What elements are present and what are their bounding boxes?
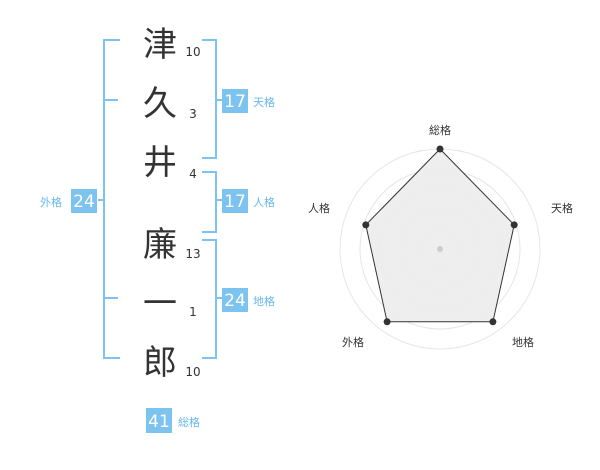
name-char: 廉 — [143, 225, 177, 265]
radar-point — [489, 318, 497, 326]
chikaku-bracket — [202, 239, 222, 359]
radar-axis-label-jinkaku: 人格 — [308, 201, 330, 215]
tenkaku-bracket — [202, 39, 222, 159]
bracket-tick — [104, 99, 118, 299]
radar-axis-label-gaikaku: 外格 — [342, 335, 364, 349]
stroke-count: 3 — [189, 107, 197, 121]
gaikaku-label: 外格 — [40, 195, 62, 209]
name-char: 井 — [143, 143, 177, 183]
radar-axis-label-chikaku: 地格 — [512, 335, 534, 349]
soukaku-label: 総格 — [178, 415, 200, 429]
jinkaku-value: 17 — [224, 192, 246, 212]
tenkaku-box — [222, 89, 248, 113]
radar-polygon — [365, 148, 515, 323]
radar-point — [436, 145, 444, 153]
radar-point — [362, 221, 370, 229]
gaikaku-bracket — [98, 39, 120, 359]
soukaku-box — [146, 408, 172, 433]
name-char: 一 — [143, 284, 177, 324]
tenkaku-value: 17 — [224, 92, 246, 112]
name-char: 郎 — [143, 343, 177, 383]
gaikaku-value: 24 — [73, 192, 95, 212]
radar-axis-label-soukaku: 総格 — [429, 123, 451, 137]
stroke-count: 1 — [189, 305, 197, 319]
chikaku-label: 地格 — [253, 294, 275, 308]
stroke-count: 10 — [185, 45, 200, 59]
name-char: 津 — [143, 25, 177, 65]
soukaku-value: 41 — [148, 412, 170, 432]
stroke-count: 10 — [185, 365, 200, 379]
stroke-count: 13 — [185, 247, 200, 261]
radar-axis-label-tenkaku: 天格 — [551, 201, 573, 215]
radar-chart — [339, 145, 541, 350]
jinkaku-label: 人格 — [253, 195, 275, 209]
stroke-count: 4 — [189, 167, 197, 181]
name-char: 久 — [143, 84, 177, 124]
jinkaku-box — [222, 189, 248, 213]
radar-point — [383, 318, 391, 326]
radar-center — [437, 246, 443, 252]
chikaku-box — [222, 288, 248, 312]
tenkaku-label: 天格 — [253, 95, 275, 109]
jinkaku-bracket — [202, 171, 222, 233]
radar-point — [510, 221, 518, 229]
gaikaku-box — [71, 189, 97, 213]
chikaku-value: 24 — [224, 291, 246, 311]
